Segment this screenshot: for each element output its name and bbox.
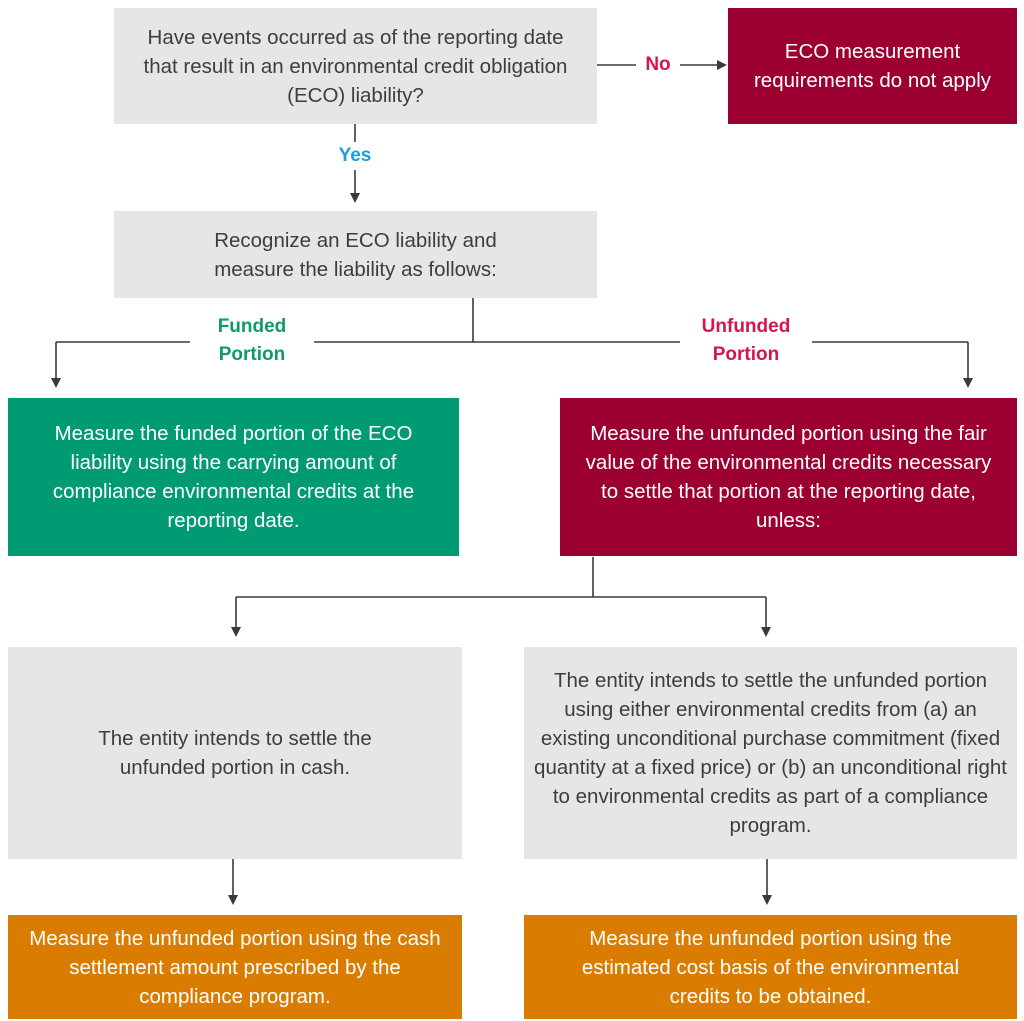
unfunded-label-line2: Portion <box>712 344 780 365</box>
cash-measure-text: Measure the unfunded portion using the c… <box>29 926 441 1008</box>
question-text: Have events occurred as of the reporting… <box>143 25 568 107</box>
unfunded-measure-box: Measure the unfunded portion using the f… <box>560 398 1017 556</box>
unfunded-measure-text: Measure the unfunded portion using the f… <box>585 422 992 532</box>
cost-measure-box: Measure the unfunded portion using the e… <box>524 915 1017 1019</box>
credits-intent-box: The entity intends to settle the unfunde… <box>524 647 1017 859</box>
credits-intent-text: The entity intends to settle the unfunde… <box>534 669 1007 837</box>
cost-measure-text: Measure the unfunded portion using the e… <box>581 926 960 1008</box>
funded-label: Funded Portion <box>190 313 314 369</box>
yes-label: Yes <box>327 142 383 170</box>
cash-measure-box: Measure the unfunded portion using the c… <box>8 915 462 1019</box>
funded-label-line1: Funded <box>217 316 287 337</box>
question-box: Have events occurred as of the reporting… <box>114 8 597 124</box>
funded-measure-text: Measure the funded portion of the ECO li… <box>52 422 415 532</box>
recognize-box: Recognize an ECO liability and measure t… <box>114 211 597 298</box>
not-apply-box: ECO measurement requirements do not appl… <box>728 8 1017 124</box>
not-apply-text: ECO measurement requirements do not appl… <box>753 40 992 92</box>
no-label: No <box>636 51 680 79</box>
recognize-text: Recognize an ECO liability and measure t… <box>214 228 497 281</box>
funded-measure-box: Measure the funded portion of the ECO li… <box>8 398 459 556</box>
cash-intent-text: The entity intends to settle the unfunde… <box>98 727 372 779</box>
funded-label-line2: Portion <box>218 344 286 365</box>
cash-intent-box: The entity intends to settle the unfunde… <box>8 647 462 859</box>
unfunded-label-line1: Unfunded <box>701 316 791 337</box>
unfunded-label: Unfunded Portion <box>680 313 812 369</box>
